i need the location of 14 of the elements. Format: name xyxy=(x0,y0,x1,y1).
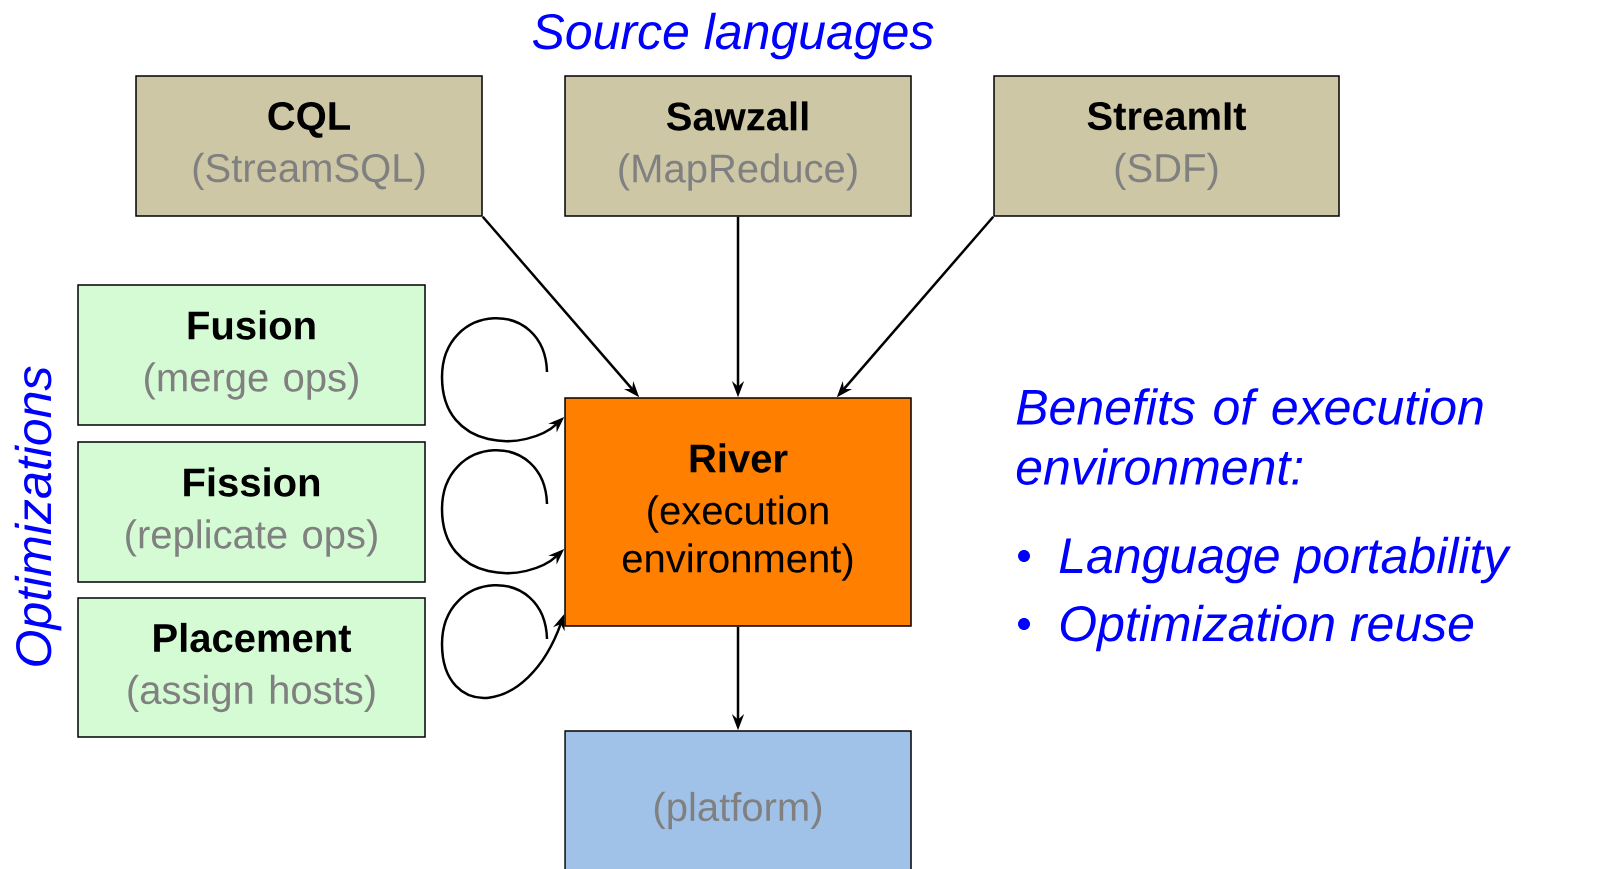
language-box: Sawzall (MapReduce) xyxy=(564,75,912,217)
loop-arrow xyxy=(440,584,565,699)
note-text: Benefits of execution environment: xyxy=(1016,388,1483,485)
optimization-box: Fusion (merge ops) xyxy=(77,284,426,426)
platform-box: (platform) xyxy=(564,730,912,869)
execution-box: River (execution environment) xyxy=(564,397,912,627)
heading: Optimizations xyxy=(14,366,62,666)
optimization-box: Fission (replicate ops) xyxy=(77,441,426,583)
heading: Source languages xyxy=(532,12,934,60)
optimization-box: Placement (assign hosts) xyxy=(77,597,426,738)
language-box: CQL (StreamSQL) xyxy=(135,75,483,217)
language-box: StreamIt (SDF) xyxy=(993,75,1340,217)
bullet-item: Optimization reuse xyxy=(1060,604,1474,652)
bullet-item: Language portability xyxy=(1059,536,1511,584)
